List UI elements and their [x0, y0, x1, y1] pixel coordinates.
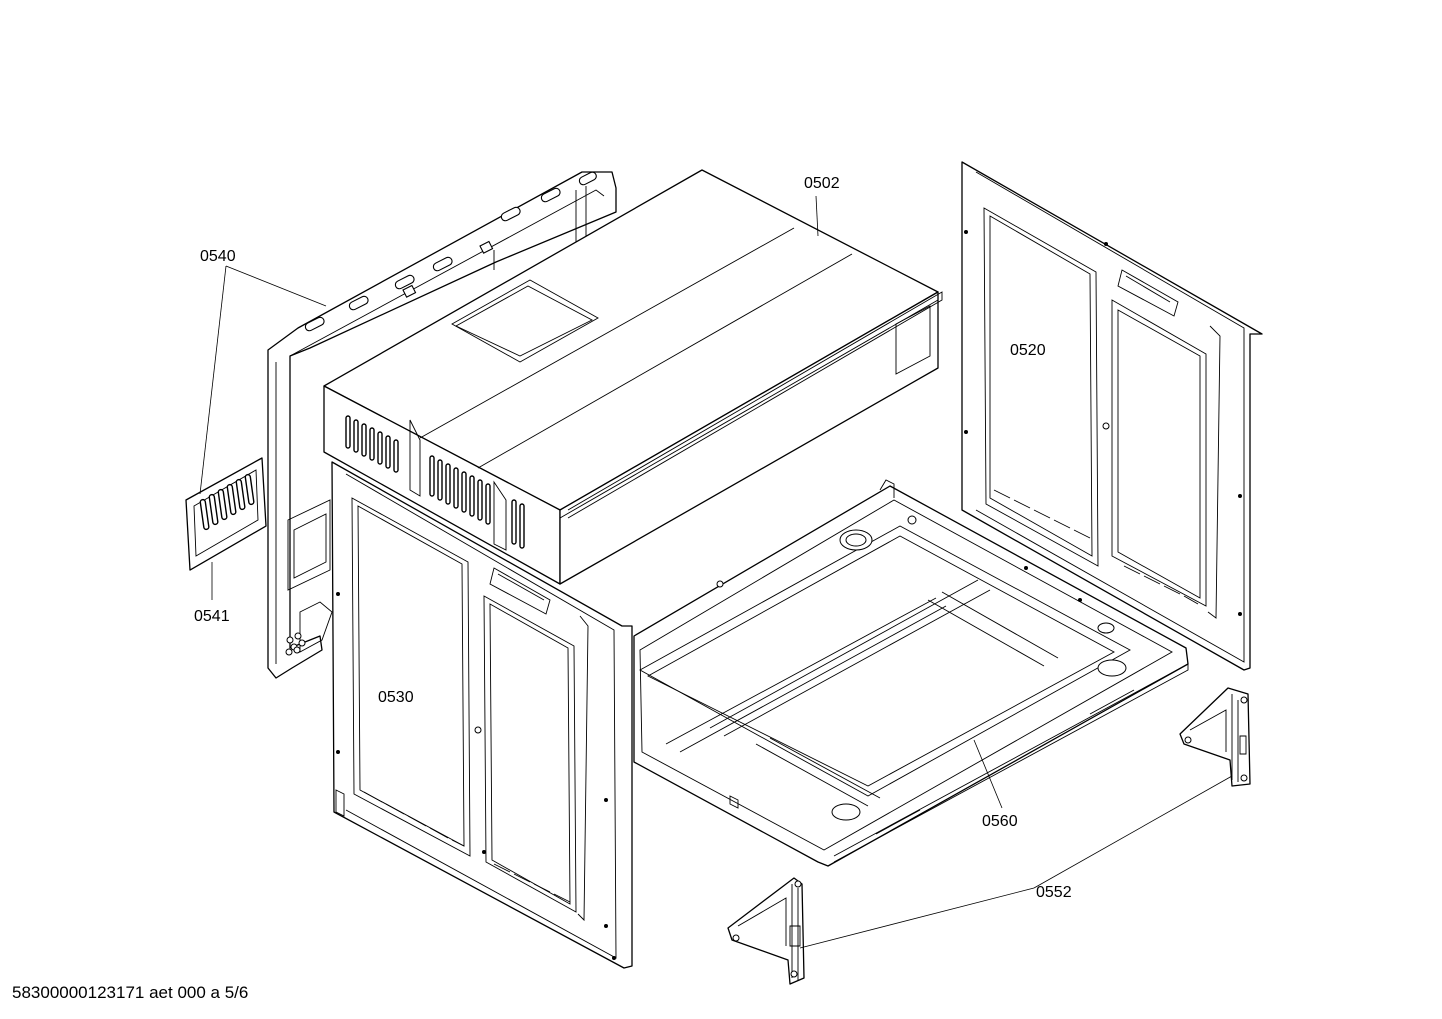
fan-grille-holes: [285, 632, 306, 656]
bracket-0552-left: [727, 877, 805, 985]
grille-slots: [199, 473, 255, 531]
leader-lines: [199, 195, 1233, 949]
grille-plate-0541: [185, 457, 267, 571]
top-cover-0502: [323, 169, 943, 585]
label-0502: 0502: [804, 175, 840, 192]
back-panel-0540: [267, 171, 617, 679]
label-0540: 0540: [200, 248, 236, 265]
vent-slots-top: [304, 171, 597, 332]
side-vent-slots: [345, 415, 525, 549]
label-0541: 0541: [194, 608, 230, 625]
bottom-panel-0560: [633, 479, 1189, 867]
side-panel-0520: [961, 161, 1263, 671]
part-labels: 0502 0520 0530 0540 0541 0552 0560: [194, 175, 1072, 901]
label-0530: 0530: [378, 689, 414, 706]
drawing-reference: 58300000123171 aet 000 a 5/6: [12, 983, 248, 1002]
label-0552: 0552: [1036, 884, 1072, 901]
label-0520: 0520: [1010, 342, 1046, 359]
bracket-0552-right: [1179, 687, 1251, 787]
side-panel-0530: [331, 461, 633, 969]
label-0560: 0560: [982, 813, 1018, 830]
